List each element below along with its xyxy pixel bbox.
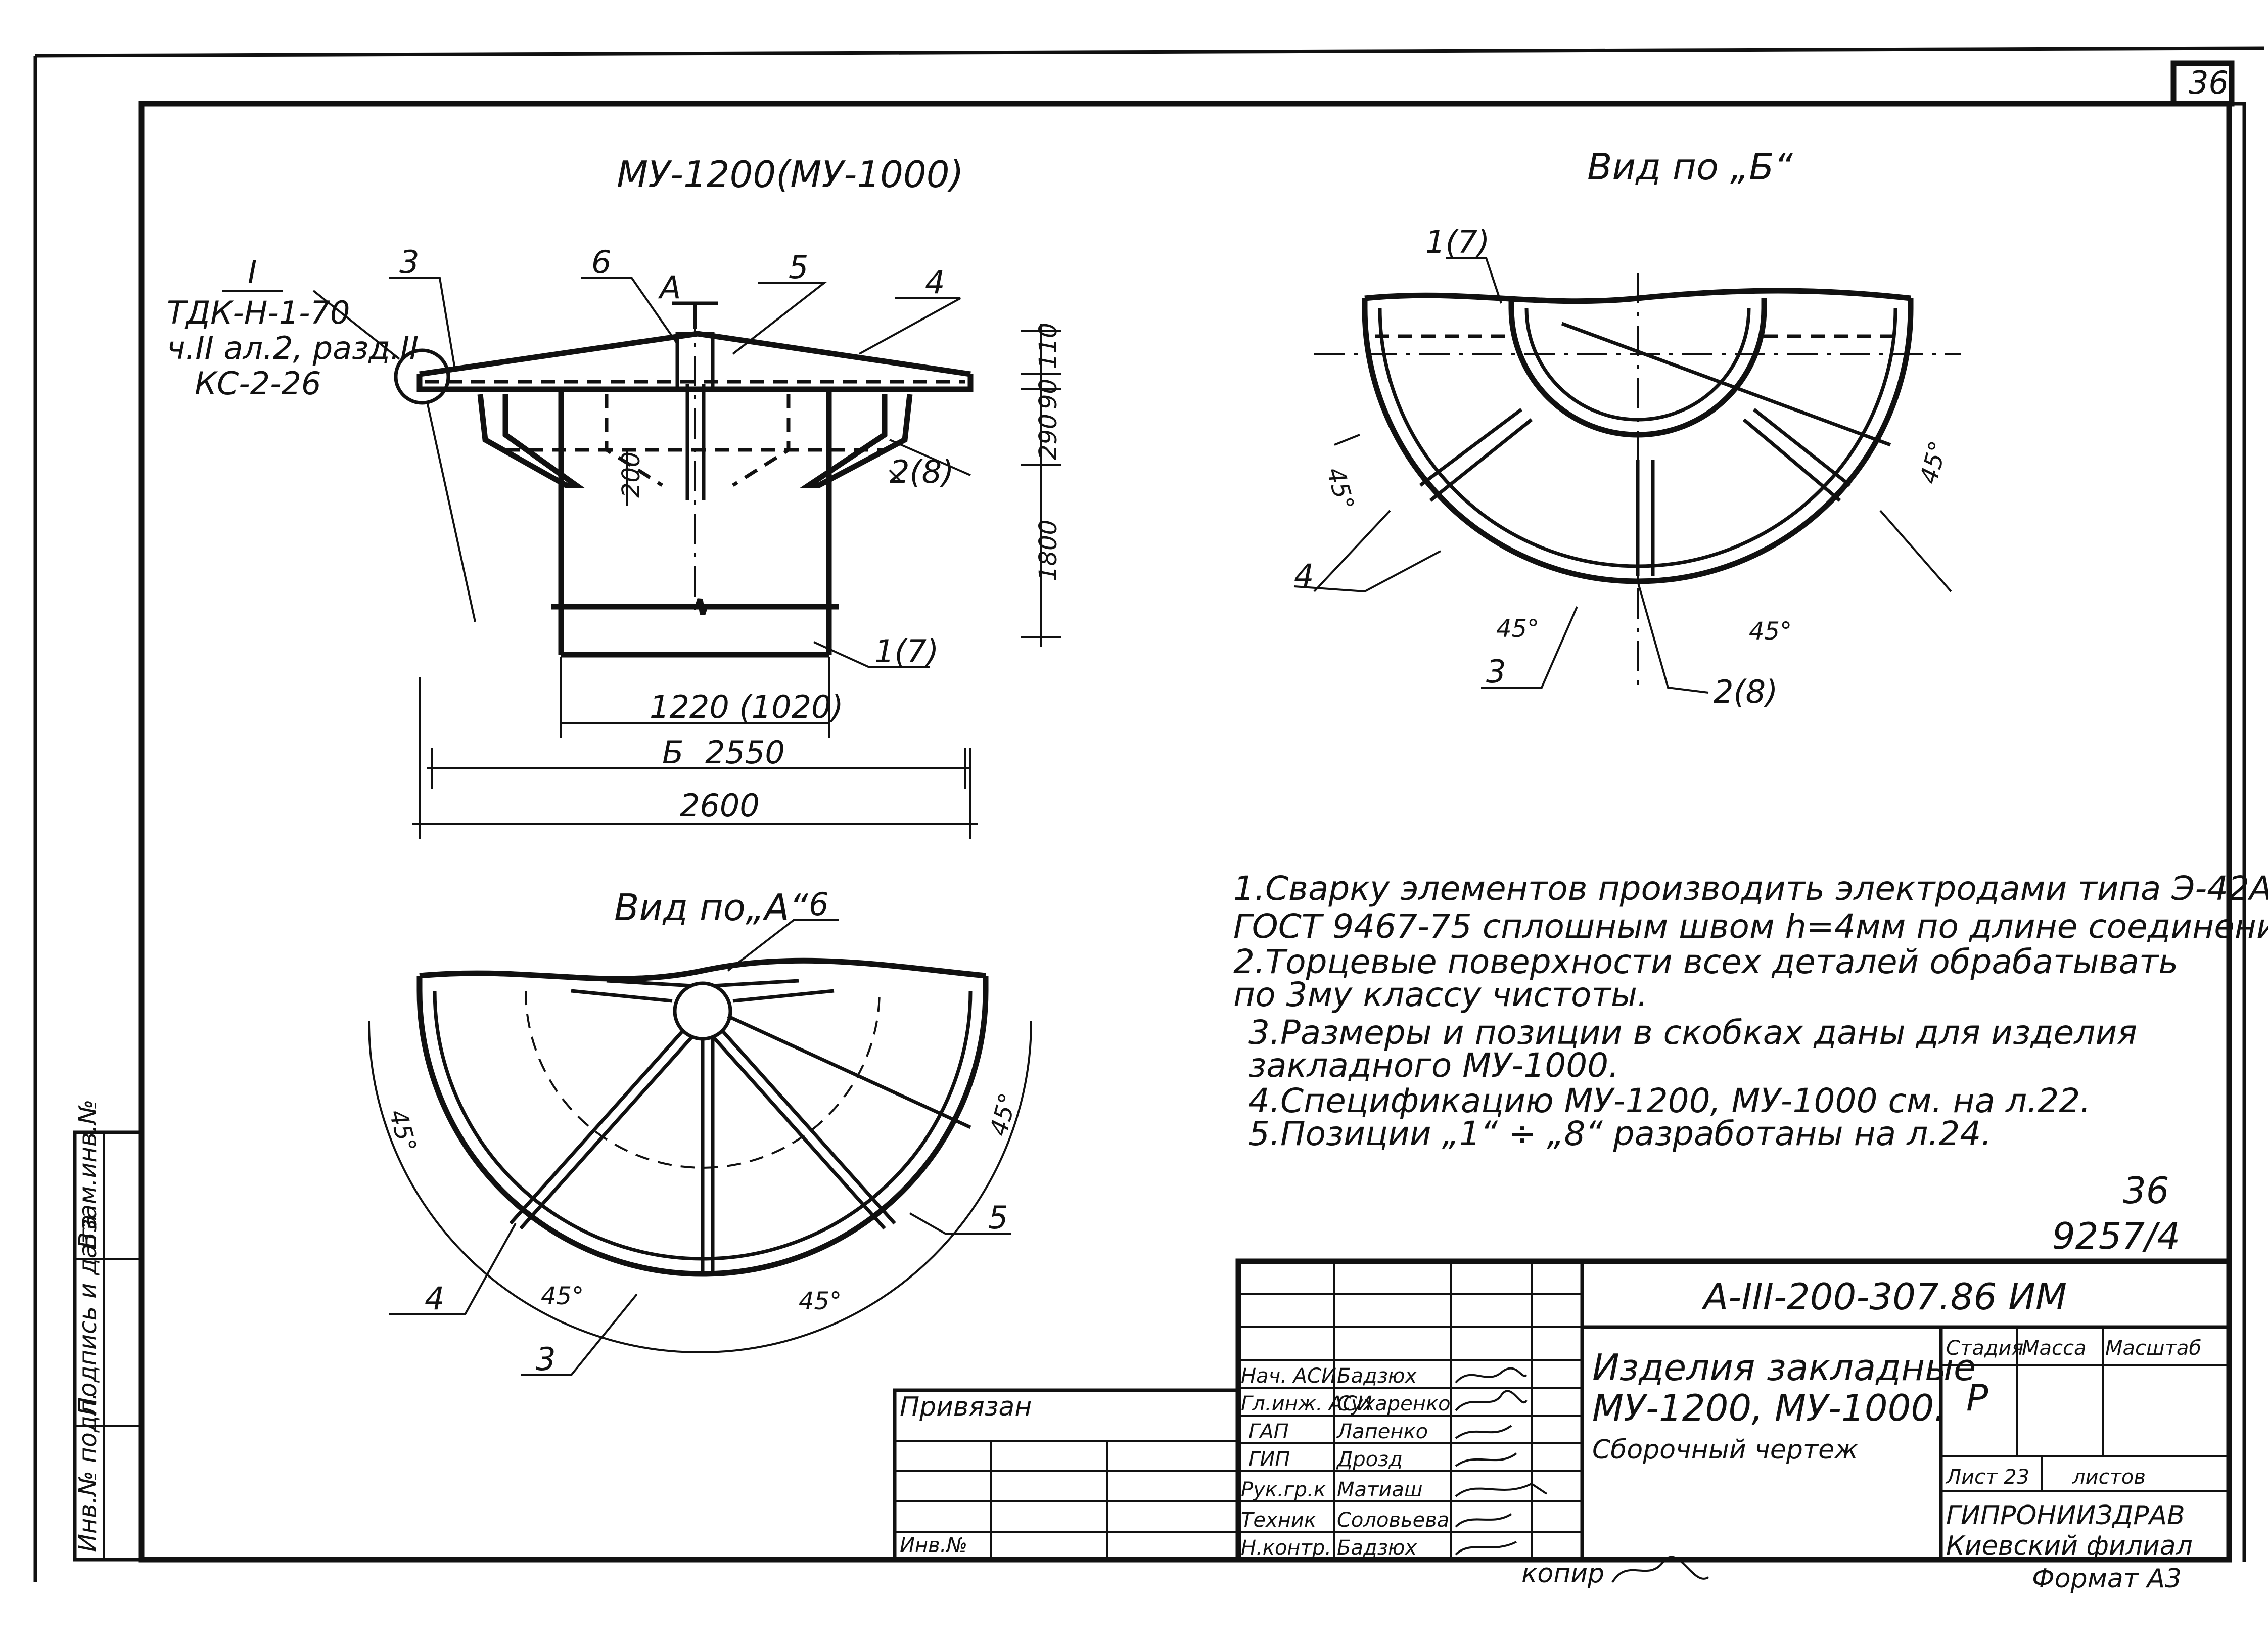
ref-line2: ТДК-Н-1-70 <box>167 294 350 331</box>
name-2: Лапенко <box>1336 1420 1428 1443</box>
album-sheet: 36 <box>2123 1169 2169 1212</box>
role-4: Рук.гр.к <box>1241 1478 1326 1501</box>
signatures <box>1455 1367 1548 1556</box>
dim-110: 110 <box>1034 323 1062 369</box>
dim-1800: 1800 <box>1034 520 1062 581</box>
note-line-6: закладного МУ-1000. <box>1248 1046 1619 1085</box>
note-line-2: ГОСТ 9467-75 сплошным швом h=4мм по длин… <box>1233 907 2268 946</box>
role-2: ГАП <box>1248 1420 1289 1443</box>
view-a: 6 5 4 3 45° 45° 45° 45° <box>368 886 1032 1378</box>
inv-label: Инв.№ <box>900 1534 967 1557</box>
main-view-title: МУ-1200(МУ-1000) <box>617 153 964 196</box>
stage-value: Р <box>1966 1377 1988 1419</box>
title-line-2: МУ-1200, МУ-1000. <box>1592 1387 1946 1429</box>
album-number: 9257/4 <box>2052 1215 2180 1257</box>
view-b-pos-1: 1(7) <box>1425 223 1490 260</box>
view-b-title: Вид по „Б“ <box>1587 146 1793 188</box>
side-stamp-label3: Взам.инв.№ <box>74 1100 102 1249</box>
front-view-dimensions-bottom: 1220 (1020) 2550 Б 2600 <box>412 657 978 839</box>
org-line-2: Киевский филиал <box>1946 1531 2193 1561</box>
view-a-title: Вид по„А“ <box>614 886 809 929</box>
dim-200: 200 <box>617 451 645 498</box>
mass-header: Масса <box>2022 1337 2087 1360</box>
front-view: 200 <box>394 303 974 658</box>
view-a-angle-br: 45° <box>799 1287 842 1315</box>
view-b: 4 3 2(8) 1(7) 45° 45° 45° 45° <box>1293 223 1961 710</box>
view-b-angle-right: 45° <box>1914 438 1953 487</box>
ref-line4: КС-2-26 <box>195 365 321 402</box>
ref-line3: ч.II ал.2, разд.II <box>167 330 419 367</box>
title-line-1: Изделия закладные <box>1592 1346 1976 1389</box>
side-stamp: Инв.№ подл. Подпись и дата Взам.инв.№ <box>73 1100 144 1562</box>
name-0: Бадзюх <box>1337 1364 1417 1388</box>
role-1: Гл.инж. АСИ <box>1241 1392 1372 1416</box>
view-b-angle-bl: 45° <box>1496 615 1539 643</box>
front-pos-1: 1(7) <box>874 633 939 670</box>
stage-header: Стадия <box>1946 1337 2023 1360</box>
ref-line1: I <box>248 254 257 291</box>
note-line-1: 1.Сварку элементов производить электрода… <box>1233 869 2268 908</box>
view-a-pos-5: 5 <box>988 1199 1008 1236</box>
title-line-3: Сборочный чертеж <box>1592 1435 1858 1465</box>
view-b-pos-3: 3 <box>1486 653 1506 690</box>
side-stamp-label2: Подпись и дата <box>74 1214 102 1416</box>
note-line-7: 4.Спецификацию МУ-1200, МУ-1000 см. на л… <box>1248 1081 2091 1120</box>
format-label: Формат А3 <box>2032 1564 2182 1594</box>
view-b-pos-2: 2(8) <box>1714 673 1778 710</box>
note-line-5: 3.Размеры и позиции в скобках даны для и… <box>1248 1013 2137 1052</box>
front-pos-2: 2(8) <box>890 453 954 490</box>
view-a-angle-left: 45° <box>383 1107 422 1156</box>
view-a-angle-right: 45° <box>984 1090 1023 1139</box>
front-view-leaders: 3 6 5 4 2(8) 1(7) А <box>389 244 971 670</box>
note-line-3: 2.Торцевые поверхности всех деталей обра… <box>1233 942 2178 981</box>
side-stamp-label1: Инв.№ подл. <box>74 1392 102 1552</box>
role-0: Нач. АСИ <box>1241 1364 1336 1388</box>
scale-header: Масштаб <box>2105 1337 2201 1360</box>
section-marker-a: А <box>658 269 681 306</box>
view-a-angle-bl: 45° <box>541 1282 584 1310</box>
dim-290: 290 <box>1034 414 1062 460</box>
sheet-number: 36 <box>2189 64 2229 101</box>
bound-label: Привязан <box>900 1392 1032 1422</box>
view-b-angle-br: 45° <box>1749 617 1792 646</box>
sheets-label: листов <box>2072 1466 2146 1489</box>
reference-note: I ТДК-Н-1-70 ч.II ал.2, разд.II КС-2-26 <box>167 254 419 402</box>
role-3: ГИП <box>1248 1448 1290 1471</box>
front-view-dimensions-right: 110 90 290 1800 <box>1021 323 1062 647</box>
name-4: Матиаш <box>1337 1478 1422 1501</box>
title-block: Привязан Инв.№ Нач. АСИ Гл.инж. АСИ ГАП … <box>893 1258 2232 1594</box>
front-pos-5: 5 <box>789 249 808 286</box>
copied-label: копир <box>1521 1559 1604 1589</box>
section-marker-b: Б <box>662 734 684 771</box>
view-a-pos-3: 3 <box>536 1341 556 1378</box>
name-3: Дрозд <box>1336 1448 1403 1471</box>
front-pos-6: 6 <box>591 244 611 281</box>
note-line-8: 5.Позиции „1“ ÷ „8“ разработаны на л.24. <box>1248 1114 1992 1153</box>
view-a-pos-6: 6 <box>809 886 828 923</box>
notes-block: 1.Сварку элементов производить электрода… <box>1233 869 2268 1153</box>
dim-2550: 2550 <box>705 734 785 771</box>
front-pos-3: 3 <box>399 244 419 281</box>
role-5: Техник <box>1241 1509 1316 1532</box>
note-line-4: по 3му классу чистоты. <box>1233 975 1648 1014</box>
sheet-label: Лист 23 <box>1945 1466 2029 1489</box>
name-1: Сухаренко <box>1337 1392 1451 1416</box>
name-5: Соловьева <box>1337 1509 1449 1532</box>
dim-2600: 2600 <box>680 787 760 824</box>
view-b-angle-left: 45° <box>1321 465 1359 514</box>
view-b-pos-4: 4 <box>1294 557 1314 594</box>
document-code: А-III-200-307.86 ИМ <box>1701 1275 2067 1318</box>
dim-90: 90 <box>1034 379 1062 409</box>
dim-1220: 1220 (1020) <box>650 689 844 725</box>
view-a-pos-4: 4 <box>425 1280 444 1317</box>
front-pos-4: 4 <box>925 264 945 301</box>
role-6: Н.контр. <box>1241 1536 1331 1560</box>
name-6: Бадзюх <box>1337 1536 1417 1560</box>
org-line-1: ГИПРОНИИЗДРАВ <box>1946 1500 2185 1531</box>
